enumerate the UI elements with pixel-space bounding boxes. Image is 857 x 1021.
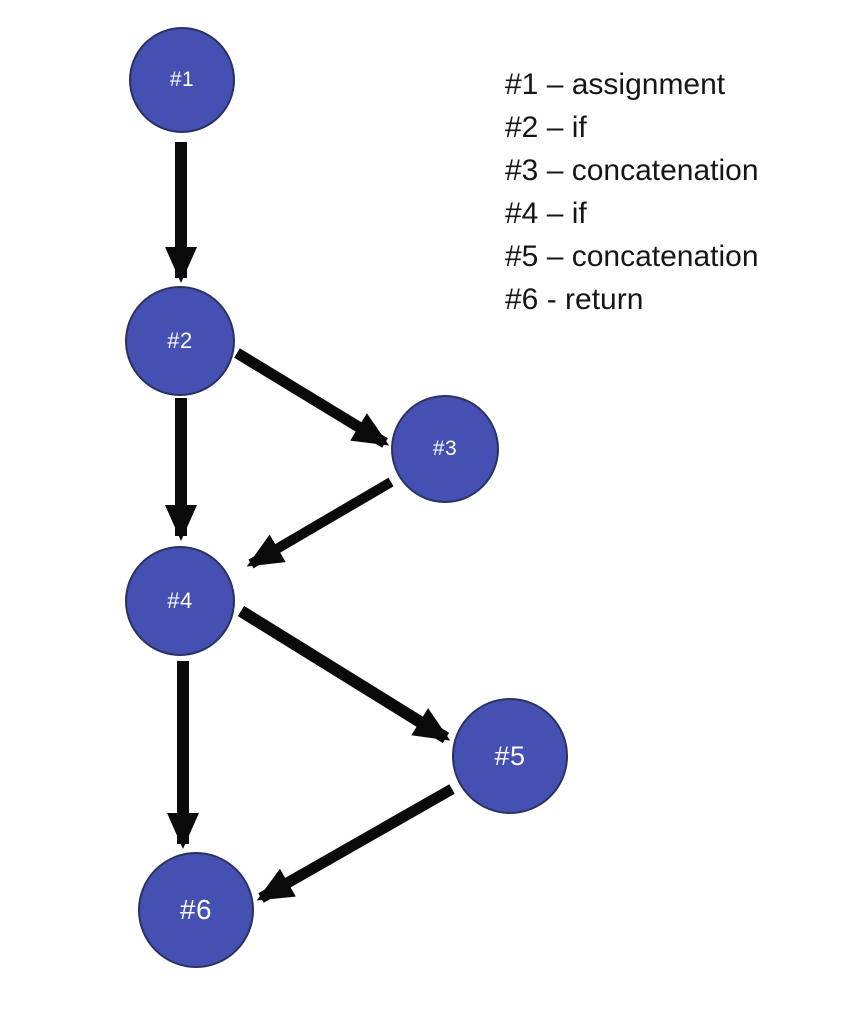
legend-item-2: #2 – if [505, 111, 587, 144]
node-6: #6 [138, 852, 254, 968]
node-4-label: #4 [167, 588, 193, 613]
legend-item-3: #3 – concatenation [505, 154, 759, 187]
node-3-label: #3 [432, 437, 458, 460]
node-5: #5 [452, 698, 568, 814]
legend-item-6: #6 - return [505, 283, 644, 316]
edge-3-to-4 [246, 477, 394, 569]
node-4: #4 [125, 546, 235, 656]
edge-4-to-5 [237, 605, 451, 744]
legend: #1 – assignment #2 – if #3 – concatenati… [505, 63, 759, 321]
node-1: #1 [129, 27, 235, 133]
node-1-label: #1 [169, 68, 195, 91]
edge-5-to-6 [256, 784, 455, 903]
legend-item-1: #1 – assignment [505, 68, 726, 101]
node-2: #2 [125, 286, 235, 396]
legend-item-4: #4 – if [505, 197, 587, 230]
node-3: #3 [391, 395, 499, 503]
edge-2-to-3 [234, 348, 390, 448]
node-5-label: #5 [494, 740, 526, 771]
node-2-label: #2 [167, 328, 193, 353]
legend-item-5: #5 – concatenation [505, 240, 759, 273]
node-6-label: #6 [179, 894, 213, 925]
